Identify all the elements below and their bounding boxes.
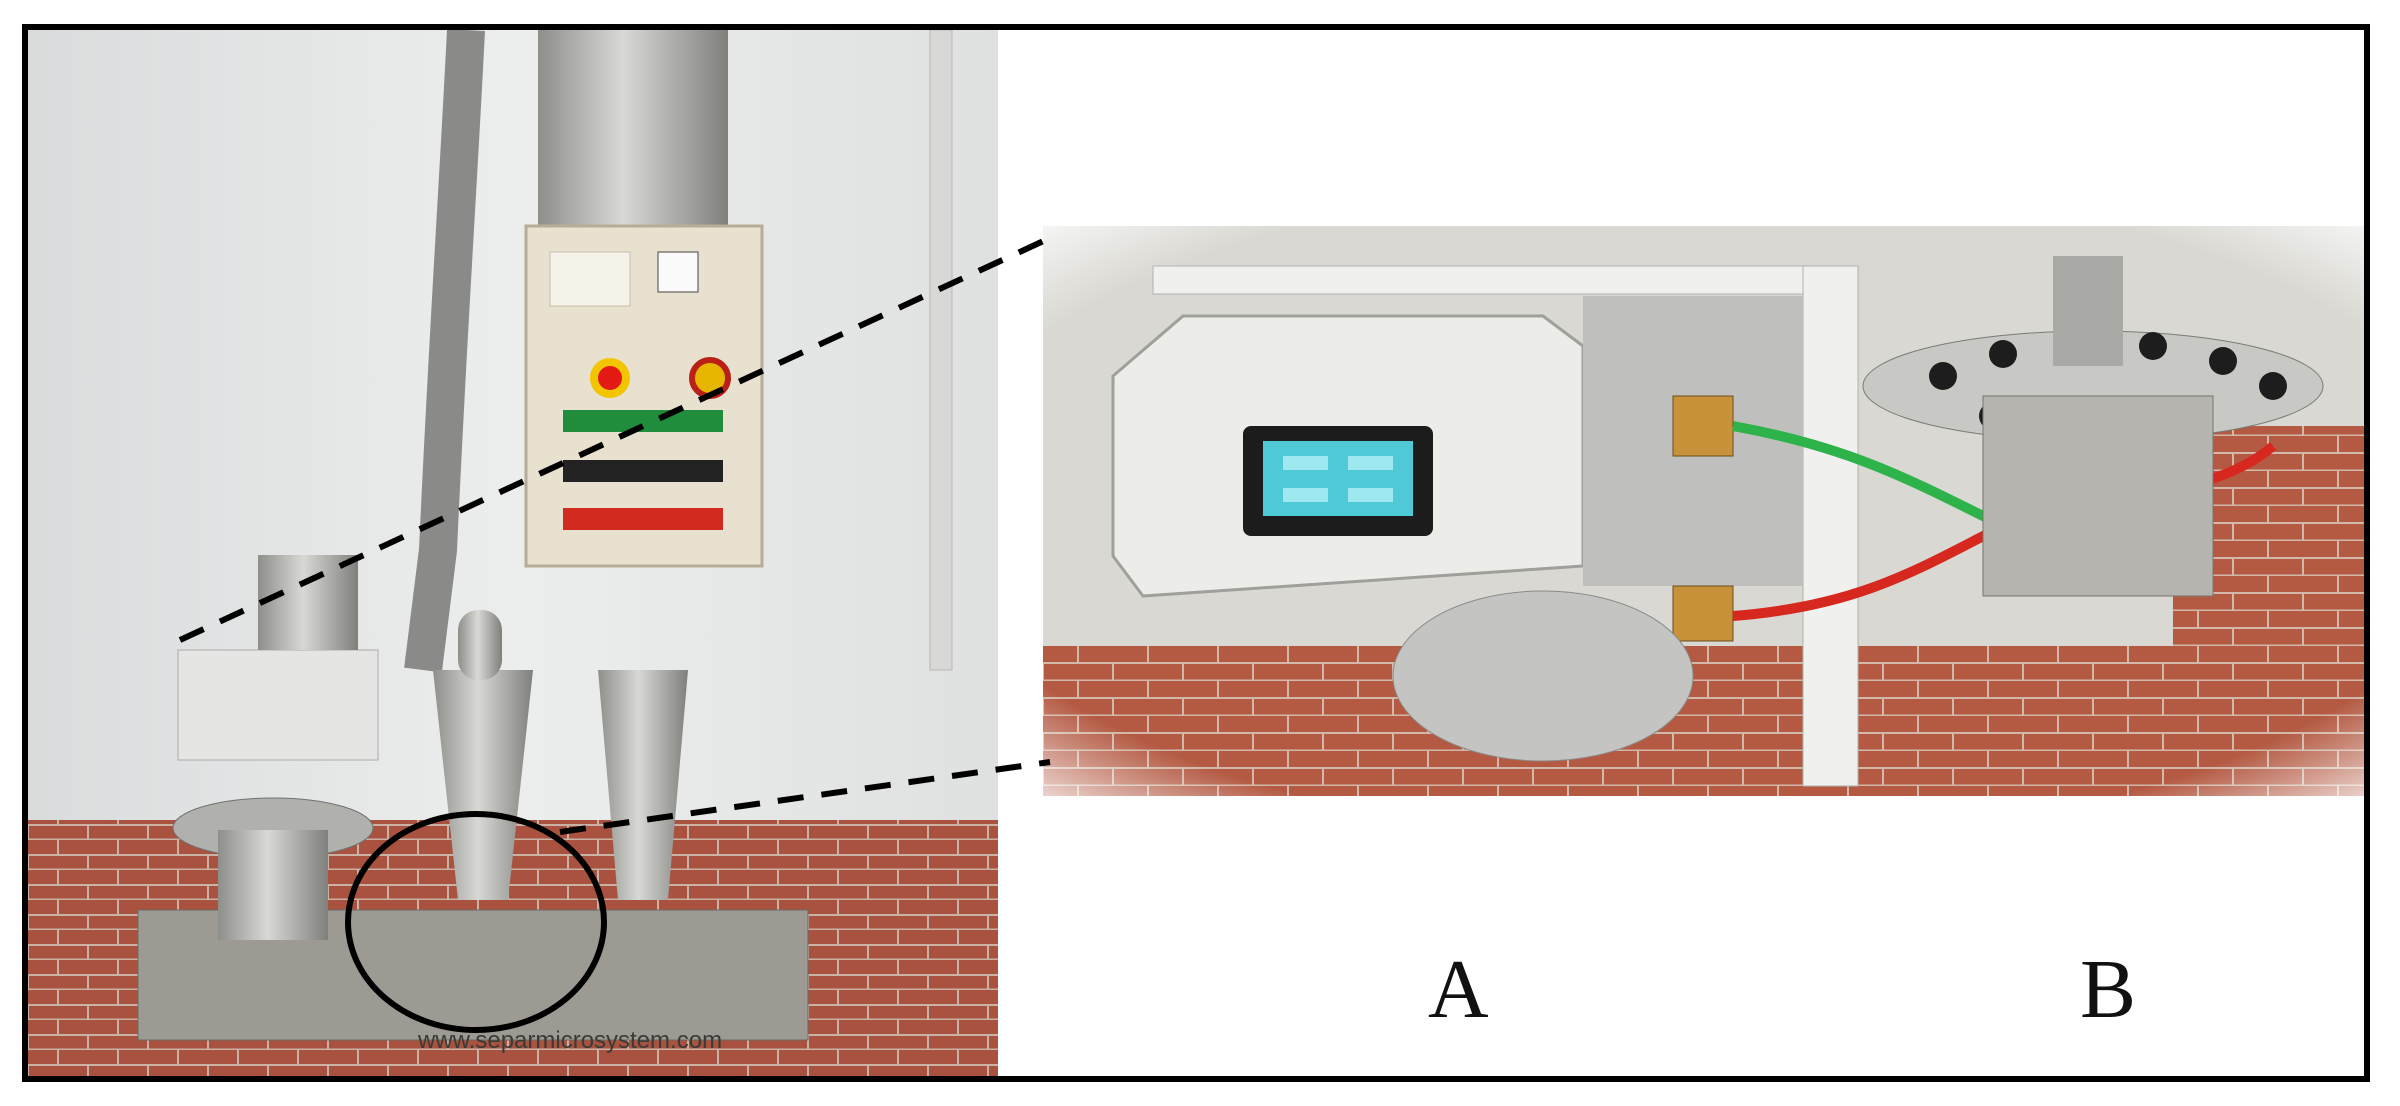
feed-hopper [258,555,358,650]
cyclone-separator-1 [433,670,533,900]
cyclone-outlet-pipe [458,610,502,680]
highlight-ellipse [345,811,607,1033]
panel-label-a: A [1428,943,1489,1036]
emergency-stop-button [590,358,630,398]
wall-conduit [929,30,953,671]
detail-photo-inset [1043,226,2364,796]
figure-frame: www.separmicrosystem.com [22,24,2370,1082]
main-switch [689,357,731,399]
main-photo-machine: www.separmicrosystem.com [28,30,998,1076]
panel-indicator-rows [563,410,723,530]
rotary-valve-body [218,830,328,940]
steel-column [538,30,728,230]
panel-label-b: B [2080,943,2137,1036]
blower-housing [177,649,379,761]
panel-logo-plate [549,251,631,307]
panel-gauge [657,251,699,293]
